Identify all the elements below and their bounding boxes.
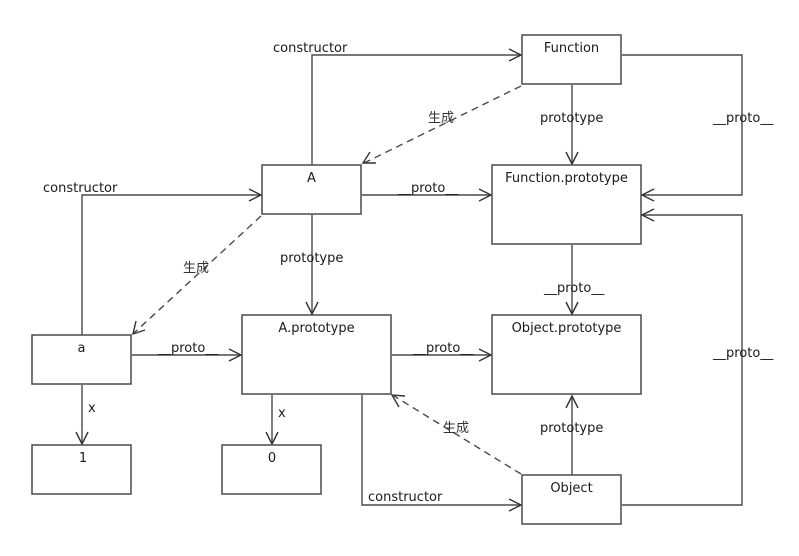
edge-label: __proto__	[157, 341, 219, 356]
edge-Function-proto-FunctionPrototype: __proto__	[622, 54, 774, 202]
edge-Object-creates-APrototype: 生成	[390, 394, 522, 475]
node-label: a	[78, 341, 86, 356]
node-A-prototype[interactable]: A.prototype	[241, 314, 392, 395]
edge-label: constructor	[273, 41, 348, 56]
edge-A-prototype-APrototype: prototype	[280, 215, 343, 316]
edge-a-x-one: x	[75, 385, 96, 446]
edge-label: __proto__	[397, 181, 459, 196]
edge-label: prototype	[280, 251, 343, 266]
edge-a-constructor-A: constructor	[43, 181, 263, 335]
edge-APrototype-x-zero: x	[265, 395, 286, 446]
node-object[interactable]: Object	[521, 474, 622, 525]
edge-label: x	[278, 406, 286, 421]
edge-label: __proto__	[412, 341, 474, 356]
edge-label: 生成	[428, 111, 454, 126]
node-object-prototype[interactable]: Object.prototype	[491, 314, 642, 395]
edge-Function-creates-A: 生成	[361, 85, 522, 164]
edge-APrototype-constructor-Object: constructor	[361, 395, 523, 512]
node-label: 1	[79, 451, 87, 466]
node-label: A	[307, 171, 316, 186]
edge-label: __proto__	[543, 281, 605, 296]
edge-APrototype-proto-ObjectPrototype: __proto__	[392, 341, 493, 362]
node-label: Function.prototype	[505, 171, 628, 186]
node-function[interactable]: Function	[521, 34, 622, 85]
edge-FunctionPrototype-proto-ObjectPrototype: __proto__	[543, 245, 605, 316]
node-label: Object.prototype	[512, 321, 622, 336]
edge-label: constructor	[368, 490, 443, 505]
edge-Object-proto-FunctionPrototype: __proto__	[622, 208, 774, 506]
node-label: Object	[550, 481, 592, 496]
node-label: A.prototype	[278, 321, 354, 336]
edge-label: 生成	[443, 421, 469, 436]
edge-A-constructor-Function: constructor	[273, 41, 523, 165]
node-A[interactable]: A	[261, 164, 362, 215]
edge-label: __proto__	[712, 111, 774, 126]
node-label: 0	[268, 451, 276, 466]
node-value-one[interactable]: 1	[31, 444, 132, 495]
node-a[interactable]: a	[31, 334, 132, 385]
node-label: Function	[544, 41, 599, 56]
edge-label: __proto__	[712, 346, 774, 361]
edge-A-proto-FunctionPrototype: __proto__	[362, 181, 493, 202]
node-function-prototype[interactable]: Function.prototype	[491, 164, 642, 245]
edge-Function-prototype-FunctionPrototype: prototype	[540, 85, 603, 166]
edge-label: constructor	[43, 181, 118, 196]
edge-label: prototype	[540, 421, 603, 436]
edge-A-creates-a: 生成	[132, 215, 262, 336]
edge-label: prototype	[540, 111, 603, 126]
edge-a-proto-APrototype: __proto__	[132, 341, 243, 362]
node-value-zero[interactable]: 0	[221, 444, 322, 495]
edge-label: 生成	[183, 261, 209, 276]
edge-Object-prototype-ObjectPrototype: prototype	[540, 394, 603, 475]
edge-label: x	[88, 401, 96, 416]
